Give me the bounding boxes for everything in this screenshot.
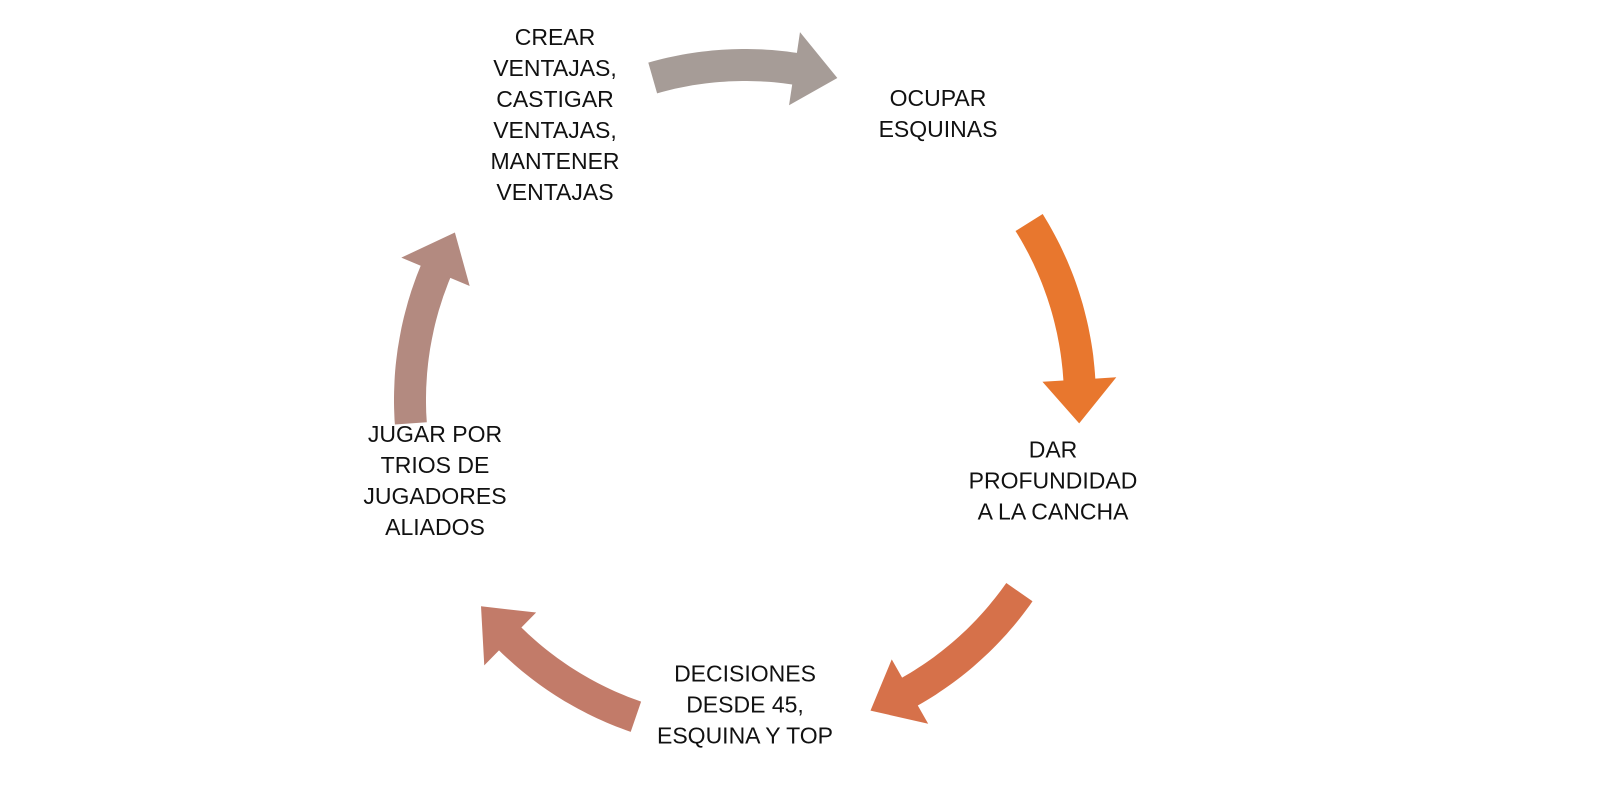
node-jugar-por-trios: JUGAR POR TRIOS DE JUGADORES ALIADOS — [363, 419, 506, 543]
arrow-decisiones-to-jugar — [481, 606, 642, 732]
node-text-line: ESQUINAS — [878, 116, 998, 142]
node-text-line: VENTAJAS, — [493, 55, 617, 81]
node-text-line: VENTAJAS — [496, 179, 614, 205]
arrow-dar-to-decisiones — [870, 583, 1033, 724]
node-text-line: CREAR — [514, 24, 596, 50]
node-text-line: ESQUINA Y TOP — [657, 722, 833, 749]
node-text-line: A LA CANCHA — [977, 498, 1129, 525]
node-text-line: TRIOS DE — [380, 452, 490, 478]
node-text-line: JUGADORES — [363, 483, 507, 509]
node-decisiones: DECISIONES DESDE 45, ESQUINA Y TOP — [657, 659, 833, 752]
node-text-line: DAR — [1028, 436, 1078, 463]
node-dar-profundidad: DAR PROFUNDIDAD A LA CANCHA — [969, 435, 1138, 528]
node-text-line: VENTAJAS, — [493, 117, 617, 143]
node-crear-ventajas: CREAR VENTAJAS, CASTIGAR VENTAJAS, MANTENER V… — [490, 22, 619, 208]
arrow-ocupar-to-dar — [1015, 214, 1117, 424]
node-text-line: PROFUNDIDAD — [968, 467, 1138, 494]
arrow-crear-to-ocupar — [648, 32, 838, 106]
node-text-line: OCUPAR — [889, 85, 987, 111]
node-text-line: CASTIGAR — [496, 86, 614, 112]
arrow-jugar-to-crear — [394, 232, 470, 425]
node-text-line: JUGAR POR — [367, 421, 503, 447]
node-text-line: DESDE 45, — [686, 691, 804, 718]
node-text-line: DECISIONES — [674, 660, 816, 687]
node-text-line: ALIADOS — [385, 514, 485, 540]
node-text-line: MANTENER — [490, 148, 620, 174]
node-ocupar-esquinas: OCUPAR ESQUINAS — [879, 83, 998, 145]
